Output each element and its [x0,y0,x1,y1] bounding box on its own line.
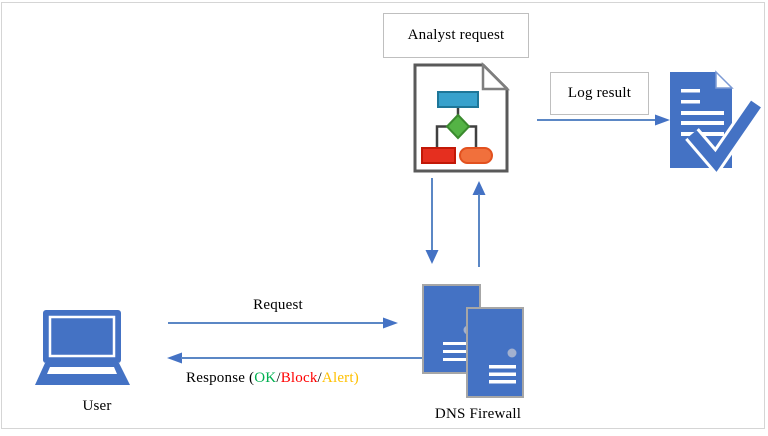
log-result-box: Log result [550,72,649,115]
dns-firewall-label: DNS Firewall [434,406,522,422]
response-block: Block [280,370,318,386]
log-result-label: Log result [567,85,632,101]
log-document-check-icon [670,70,764,177]
analyst-request-label: Analyst request [407,27,505,43]
response-ok: OK [254,370,277,386]
response-left-arrow [167,352,423,364]
diagram-border [1,2,765,429]
response-label: Response (OK/Block/Alert) [186,370,359,387]
request-label: Request [253,297,303,313]
analyst-request-box: Analyst request [383,13,529,58]
response-alert: Alert [321,370,354,386]
flowchart-document-icon [413,62,510,173]
response-prefix: Response ( [186,370,255,386]
down-arrow [425,178,439,264]
laptop-icon [35,310,130,385]
request-right-arrow [168,317,398,329]
user-label: User [82,398,112,414]
log-result-right-arrow [537,114,670,126]
response-slash2: / [317,370,322,386]
response-close: ) [353,370,359,386]
response-slash1: / [276,370,281,386]
up-arrow [472,181,486,267]
server-stack-icon [422,284,524,398]
